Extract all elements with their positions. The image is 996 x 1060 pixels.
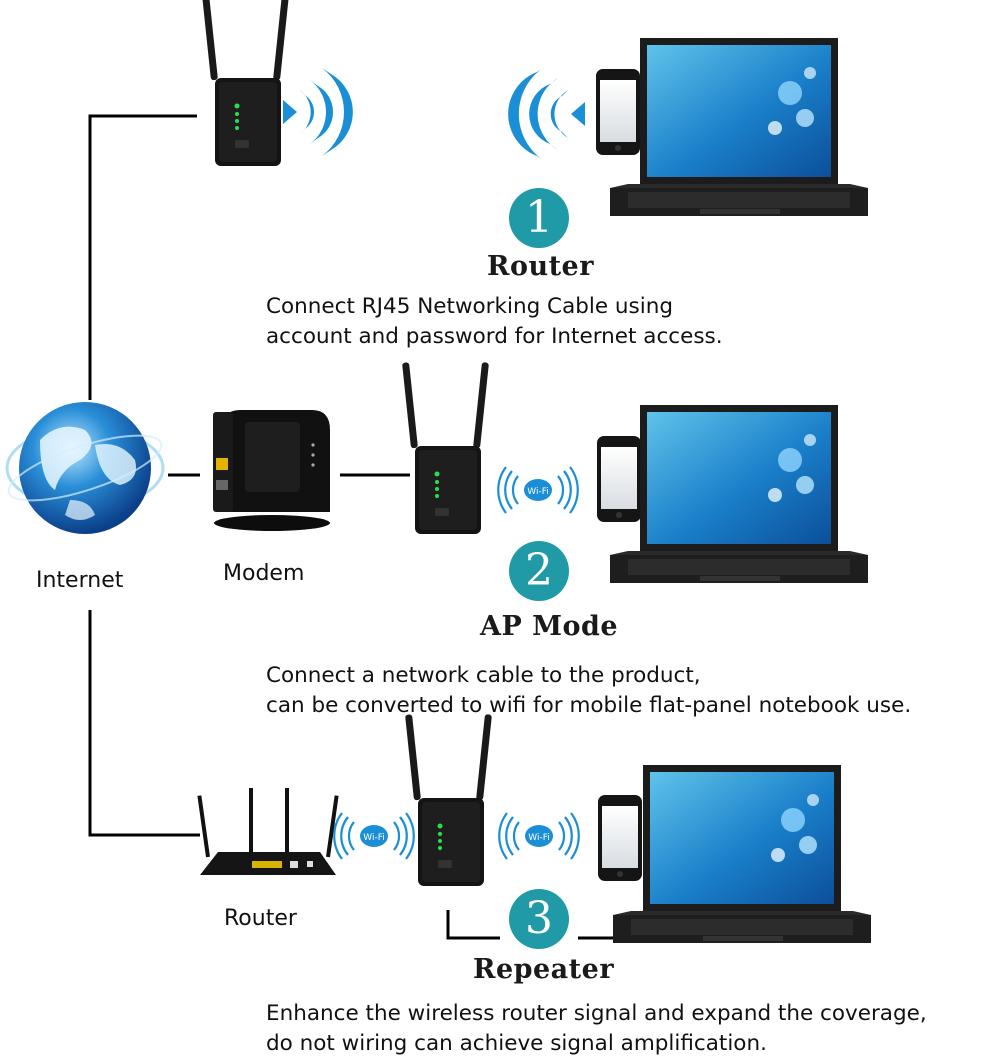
description-line: Connect RJ45 Networking Cable using (266, 294, 673, 319)
mode-number-badge: 1 (509, 188, 569, 248)
router-label: Router (224, 906, 297, 931)
modem-icon (213, 410, 330, 531)
mode-title: AP Mode (480, 611, 619, 642)
mode-number-badge: 2 (509, 541, 569, 601)
modem-label: Modem (223, 561, 305, 586)
laptop-icon (613, 765, 871, 943)
globe-icon (5, 402, 165, 534)
description-line: account and password for Internet access… (266, 324, 723, 349)
extender-icon (405, 714, 492, 886)
description-line: can be converted to wifi for mobile flat… (266, 693, 912, 718)
phone-icon (598, 795, 642, 881)
wifi-badge-icon (333, 811, 415, 861)
extender-icon (402, 362, 489, 534)
phone-icon (596, 69, 640, 155)
mode-description: Enhance the wireless router signal and e… (266, 999, 927, 1059)
description-line: do not wiring can achieve signal amplifi… (266, 1031, 767, 1056)
mode-number-badge: 3 (509, 889, 569, 949)
description-line: Connect a network cable to the product, (266, 663, 701, 688)
mode-title: Repeater (473, 954, 615, 985)
extender-icon (202, 0, 289, 166)
description-line: Enhance the wireless router signal and e… (266, 1001, 927, 1026)
mode-description: Connect a network cable to the product, … (266, 661, 911, 721)
phone-icon (597, 436, 641, 522)
mode-title: Router (487, 251, 594, 282)
mode-description: Connect RJ45 Networking Cable using acco… (266, 292, 723, 352)
wifi-badge-icon (498, 811, 580, 861)
wifi-badge-icon (497, 465, 579, 515)
laptop-icon (610, 38, 868, 216)
wifi-waves-icon (508, 66, 585, 162)
router-icon (197, 788, 339, 875)
laptop-icon (610, 405, 868, 583)
internet-label: Internet (36, 568, 124, 593)
wifi-waves-icon (283, 68, 353, 156)
